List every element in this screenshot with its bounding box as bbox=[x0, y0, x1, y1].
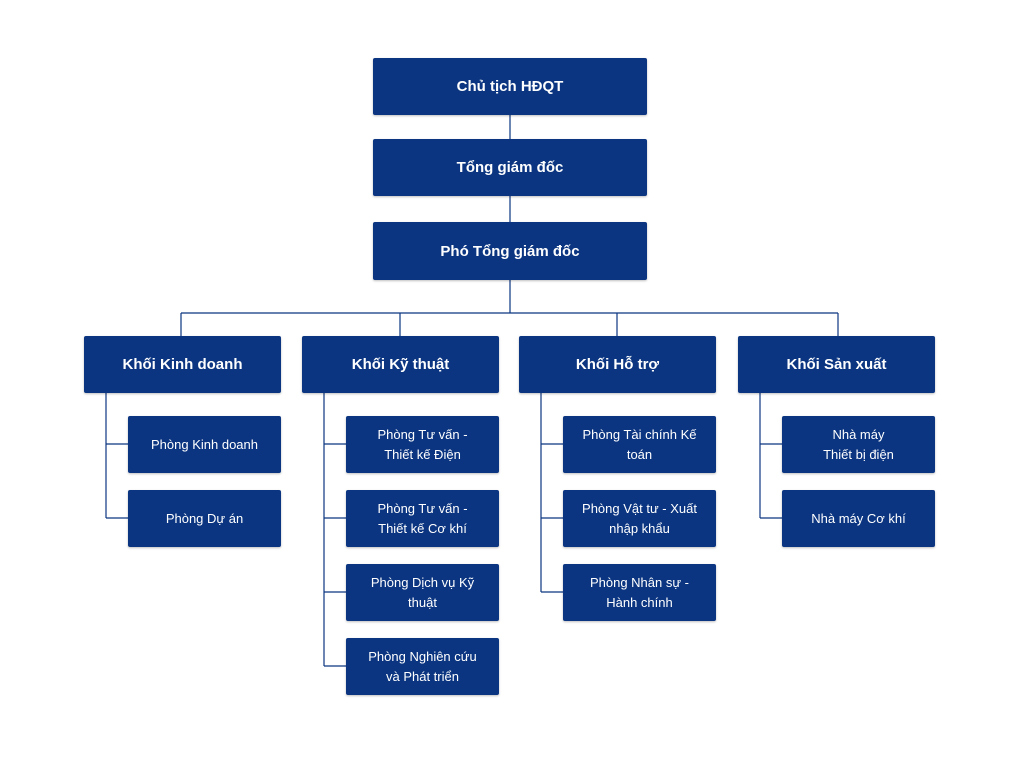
department-label: Phòng Nhân sự - Hành chính bbox=[589, 574, 690, 610]
department-box: Phòng Tư vấn - Thiết kế Điện bbox=[346, 416, 499, 473]
department-box: Phòng Nghiên cứu và Phát triển bbox=[346, 638, 499, 695]
deputy-ceo-box: Phó Tổng giám đốc bbox=[373, 222, 647, 280]
division-label: Khối Kinh doanh bbox=[122, 356, 243, 373]
department-label: Nhà máy Thiết bị điện bbox=[823, 426, 894, 462]
department-box: Phòng Kinh doanh bbox=[128, 416, 281, 473]
department-box: Phòng Nhân sự - Hành chính bbox=[563, 564, 716, 621]
division-support-box: Khối Hỗ trợ bbox=[519, 336, 716, 393]
department-label: Phòng Nghiên cứu và Phát triển bbox=[368, 648, 477, 684]
department-box: Phòng Tài chính Kế toán bbox=[563, 416, 716, 473]
department-box: Phòng Tư vấn - Thiết kế Cơ khí bbox=[346, 490, 499, 547]
division-label: Khối Kỹ thuật bbox=[351, 356, 450, 373]
division-label: Khối Sản xuất bbox=[786, 356, 887, 373]
department-box: Nhà máy Cơ khí bbox=[782, 490, 935, 547]
department-label: Phòng Dịch vụ Kỹ thuật bbox=[370, 574, 475, 610]
division-business-box: Khối Kinh doanh bbox=[84, 336, 281, 393]
department-label: Phòng Tài chính Kế toán bbox=[582, 426, 697, 462]
chairman-box: Chủ tịch HĐQT bbox=[373, 58, 647, 115]
department-label: Phòng Tư vấn - Thiết kế Điện bbox=[377, 426, 468, 462]
ceo-label: Tổng giám đốc bbox=[456, 159, 564, 176]
division-production-box: Khối Sản xuất bbox=[738, 336, 935, 393]
department-label: Nhà máy Cơ khí bbox=[811, 510, 906, 526]
division-technical-box: Khối Kỹ thuật bbox=[302, 336, 499, 393]
division-label: Khối Hỗ trợ bbox=[575, 356, 660, 373]
department-box: Nhà máy Thiết bị điện bbox=[782, 416, 935, 473]
department-label: Phòng Tư vấn - Thiết kế Cơ khí bbox=[377, 500, 468, 536]
ceo-box: Tổng giám đốc bbox=[373, 139, 647, 196]
deputy-ceo-label: Phó Tổng giám đốc bbox=[440, 242, 580, 260]
department-box: Phòng Dự án bbox=[128, 490, 281, 547]
chairman-label: Chủ tịch HĐQT bbox=[456, 78, 564, 95]
department-box: Phòng Dịch vụ Kỹ thuật bbox=[346, 564, 499, 621]
department-label: Phòng Dự án bbox=[165, 510, 244, 526]
department-box: Phòng Vật tư - Xuất nhập khẩu bbox=[563, 490, 716, 547]
department-label: Phòng Kinh doanh bbox=[151, 436, 258, 452]
department-label: Phòng Vật tư - Xuất nhập khẩu bbox=[582, 500, 697, 536]
